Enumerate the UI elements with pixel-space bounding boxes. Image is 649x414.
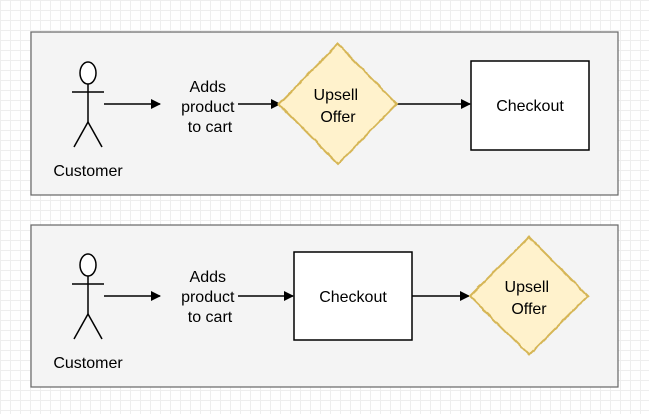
decision-node-upsell-offer — [468, 235, 590, 357]
actor-label: Customer — [53, 163, 123, 180]
decision-node-label: Upsell Offer — [314, 87, 363, 126]
process-node-label: Checkout — [319, 289, 387, 306]
process-node-label: Checkout — [496, 98, 564, 115]
process-node-checkout — [293, 251, 413, 341]
actor-label: Customer — [53, 355, 123, 372]
stick-figure-actor-icon — [72, 253, 104, 340]
flow-panel-2: Customer Adds product to cart Checkout U… — [30, 224, 619, 388]
stick-figure-actor-icon — [72, 61, 104, 148]
edge-label: Adds product to cart — [181, 79, 239, 136]
flow-panel-1: Customer Adds product to cart Upsell Off… — [30, 31, 619, 196]
decision-node-upsell-offer — [277, 42, 399, 166]
process-node-checkout — [470, 60, 590, 151]
edge-label: Adds product to cart — [181, 269, 239, 326]
decision-node-label: Upsell Offer — [505, 279, 554, 318]
